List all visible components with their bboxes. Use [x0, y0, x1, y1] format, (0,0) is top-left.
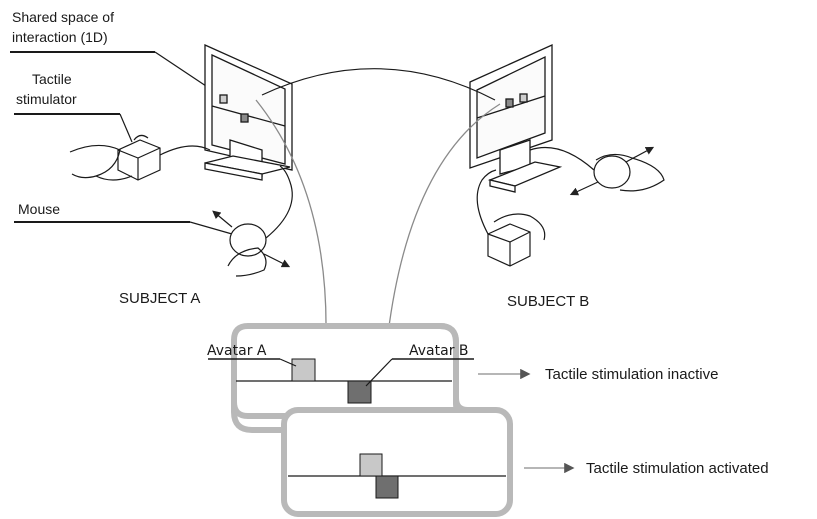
- state-inactive-label: Tactile stimulation inactive: [545, 366, 718, 383]
- subject-a-mouse: [212, 165, 293, 277]
- link-arc: [261, 68, 496, 101]
- subject-a-label: SUBJECT A: [119, 290, 200, 307]
- tactile-label-2: stimulator: [16, 91, 77, 107]
- subject-b-mouse: [529, 146, 665, 196]
- subject-a-stimulator: [69, 134, 211, 181]
- monitor-b: [469, 43, 563, 193]
- shared-space-label-2: interaction (1D): [12, 29, 108, 45]
- monitor-a: [204, 43, 293, 181]
- avatar-a-box-activated: [359, 453, 383, 477]
- subject-b-label: SUBJECT B: [507, 293, 589, 310]
- avatar-a-box: [291, 358, 316, 382]
- avatar-b-label: Avatar B: [409, 343, 469, 359]
- mouse-leader: [189, 221, 233, 235]
- shared-space-label-1: Shared space of: [12, 9, 114, 25]
- subject-b-stimulator: [476, 169, 546, 267]
- mouse-label: Mouse: [18, 201, 60, 217]
- panel-activated: [281, 407, 513, 517]
- arrow-from-monitor-a: [255, 99, 332, 337]
- state-activated-label: Tactile stimulation activated: [586, 460, 769, 477]
- arrow-from-monitor-b: [383, 103, 501, 337]
- tactile-leader: [119, 113, 133, 143]
- avatar-b-box: [347, 380, 372, 404]
- avatar-a-label: Avatar A: [207, 343, 267, 359]
- tactile-label-1: Tactile: [32, 71, 72, 87]
- avatar-b-box-activated: [375, 475, 399, 499]
